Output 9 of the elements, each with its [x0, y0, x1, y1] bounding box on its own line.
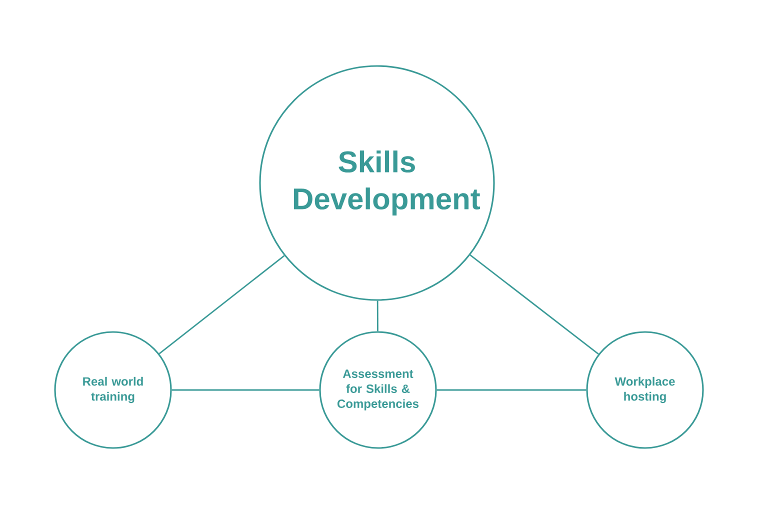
circle-node: Workplace hosting [586, 331, 704, 449]
circle-node: Skills Development [259, 65, 495, 301]
connector-line [172, 389, 320, 391]
connector-line [376, 300, 378, 332]
connector-line [470, 254, 599, 355]
connector-line [158, 255, 285, 354]
circle-node: Assessment for Skills & Competencies [319, 331, 437, 449]
connector-line [436, 389, 586, 391]
circle-node: Real world training [54, 331, 172, 449]
